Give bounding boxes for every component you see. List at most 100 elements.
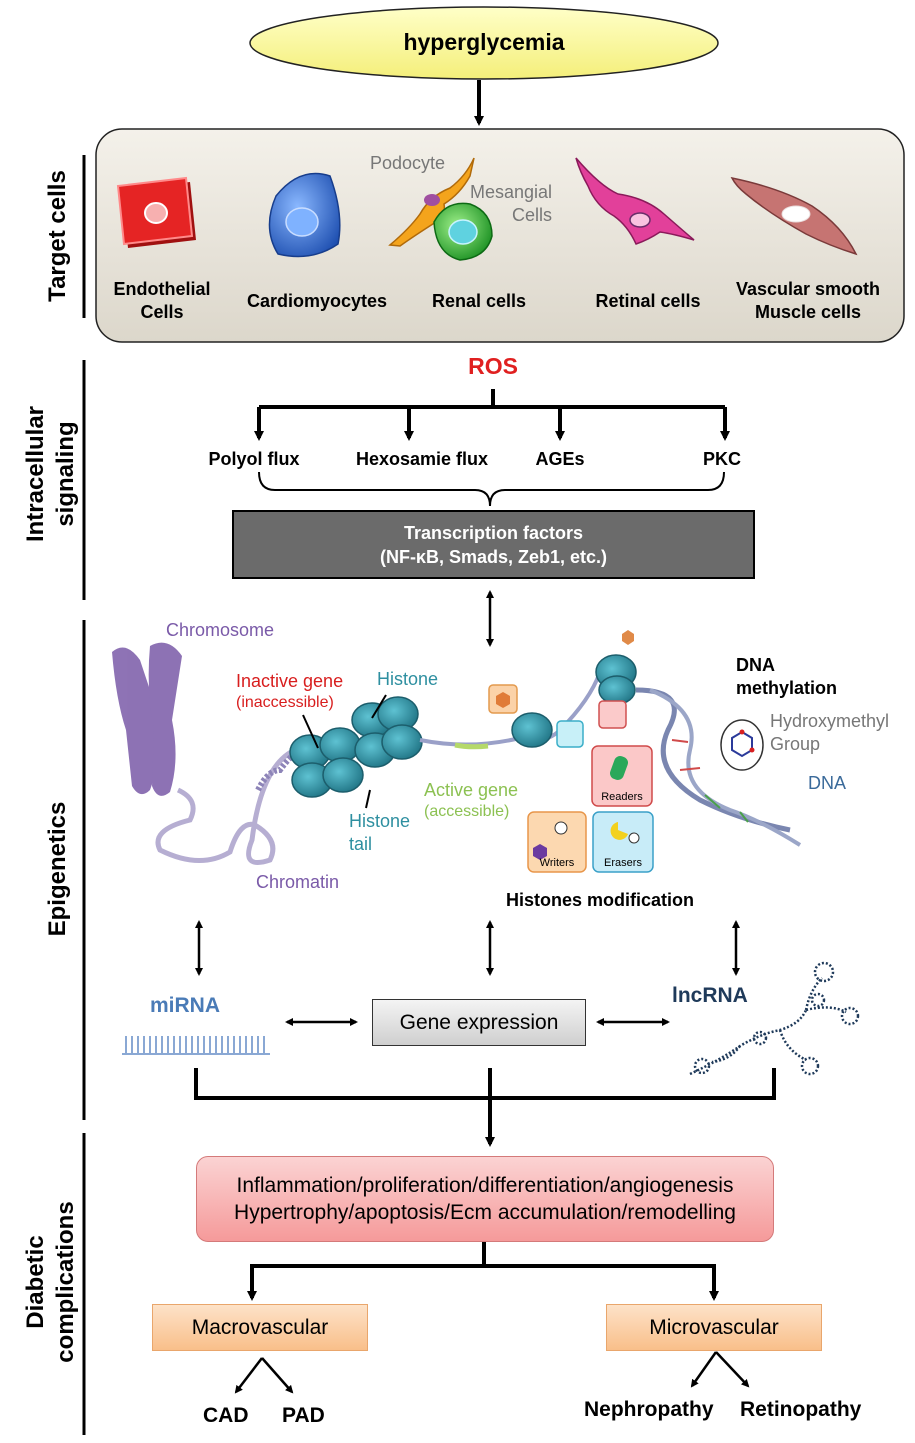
hydroxymethyl-label: Hydroxymethyl Group [770,710,889,756]
readers-label: Readers [601,791,643,803]
active-gene-line2: (accessible) [424,803,510,820]
mirna-icon [122,1036,270,1055]
complications-line1: Inflammation/proliferation/differentiati… [236,1174,734,1197]
gene-expression-label: Gene expression [399,1010,559,1034]
chromosome-icon [112,642,182,796]
mesangial-cell-icon [433,202,493,261]
histone-tail-pointer [365,789,371,809]
vascular-label-line2: Muscle cells [754,302,862,322]
marker-cyan-box [556,720,584,748]
marker-pink-box [598,700,627,729]
section-diabetic: Diabetic complications [21,1187,81,1377]
ros-label: ROS [468,353,518,379]
mesangial-label: Mesangial Cells [470,181,552,227]
dna-helix-strand2 [649,688,802,847]
hydroxymethyl-line1: Hydroxymethyl [770,711,890,731]
lncrna-icon [689,961,860,1076]
section-epigenetics: Epigenetics [44,801,71,937]
macrovascular-label: Macrovascular [191,1315,329,1339]
gene-expression-box: Gene expression [372,999,586,1046]
dna-helix [635,687,791,833]
active-gene-segment [454,742,489,750]
readers-pin-icon [610,756,628,780]
open-nucleosomes [511,654,637,748]
mirna-label: miRNA [150,994,221,1017]
outcome-arrows [234,1351,750,1394]
section-intracellular: Intracellular signaling [21,394,81,554]
histone-tail-label: Histone tail [349,810,410,856]
vascular-label: Vascular smooth Muscle cells [722,278,894,324]
tf-line1: Transcription factors [403,522,584,543]
tf-line2: (NF-κB, Smads, Zeb1, etc.) [379,546,608,567]
section-intracellular-line1: Intracellular [22,405,49,543]
mesangial-label-line2: Cells [512,205,553,225]
complications-split [247,1242,719,1301]
podocyte-label: Podocyte [370,153,446,173]
endothelial-label-line1: Endothelial [113,279,211,299]
erasers-pacman-icon [610,822,628,840]
dna-label: DNA [808,773,847,793]
writers-dot-icon [554,821,568,835]
outcome-pad: PAD [282,1404,325,1427]
molecule-icon [731,729,755,758]
endothelial-label-line2: Cells [140,302,184,322]
smooth-muscle-cell-icon [730,176,858,256]
writers-hex-icon [533,844,547,860]
pathway-polyol: Polyol flux [208,449,300,469]
outcome-retinopathy: Retinopathy [740,1398,862,1421]
endothelial-label: Endothelial Cells [100,278,224,324]
dna-methylation-line1: DNA [736,655,775,675]
endothelial-cell-icon [116,176,196,248]
outcome-nephropathy: Nephropathy [584,1398,714,1421]
histone-tail-line2: tail [349,834,373,854]
nucleosome-cluster [289,696,423,798]
erasers-dot-icon [628,832,640,844]
histone-pointer [371,694,387,719]
dna-base-pairs [671,739,749,823]
convergence-lines [194,1068,776,1147]
section-intracellular-line2: signaling [52,421,79,527]
outcome-cad: CAD [203,1404,249,1427]
cardiomyocytes-label: Cardiomyocytes [246,291,388,311]
section-diabetic-line1: Diabetic [22,1235,49,1329]
pathway-ages: AGEs [535,449,585,469]
marker-orange-hex [496,692,510,708]
histone-label: Histone [377,669,439,689]
marker-top-hex [622,630,634,645]
hydroxymethyl-circle [720,719,764,771]
ros-branches [254,389,730,441]
lncrna-label: lncRNA [672,984,748,1007]
active-gene-label: Active gene (accessible) [424,779,518,823]
dna-methylation-line2: methylation [736,678,838,698]
inactive-gene-line1: Inactive gene [236,671,344,691]
complications-box: Inflammation/proliferation/differentiati… [196,1156,774,1242]
hyperglycemia-title: hyperglycemia [403,29,565,55]
retinal-label: Retinal cells [595,291,701,311]
chromatin-fiber [155,745,301,865]
active-gene-line1: Active gene [424,780,519,800]
cardiomyocyte-icon [268,172,341,258]
complications-line2: Hypertrophy/apoptosis/Ecm accumulation/r… [234,1201,736,1224]
vascular-label-line1: Vascular smooth [735,279,881,299]
inactive-gene-line2: (inaccessible) [236,694,334,711]
dna-methylation-label: DNA methylation [736,654,837,700]
erasers-tile [592,811,654,873]
transcription-factors-box: Transcription factors (NF-κB, Smads, Zeb… [232,510,755,579]
pathway-pkc: PKC [702,449,741,469]
histone-tail-line1: Histone [349,811,411,831]
section-diabetic-line2: complications [52,1201,79,1363]
section-target-cells: Target cells [44,170,71,302]
microvascular-box: Microvascular [606,1304,822,1351]
inactive-gene-label: Inactive gene (inaccessible) [236,670,343,714]
microvascular-label: Microvascular [649,1315,779,1339]
retinal-cell-icon [575,157,695,245]
mesangial-label-line1: Mesangial [470,182,553,202]
chromatin-label: Chromatin [256,872,340,892]
pathway-brace [258,471,725,507]
pathway-hexosamine: Hexosamie flux [355,449,489,469]
erasers-label: Erasers [604,857,642,869]
hyperglycemia-ellipse [249,6,719,80]
macrovascular-box: Macrovascular [152,1304,368,1351]
chromosome-label: Chromosome [166,620,275,640]
